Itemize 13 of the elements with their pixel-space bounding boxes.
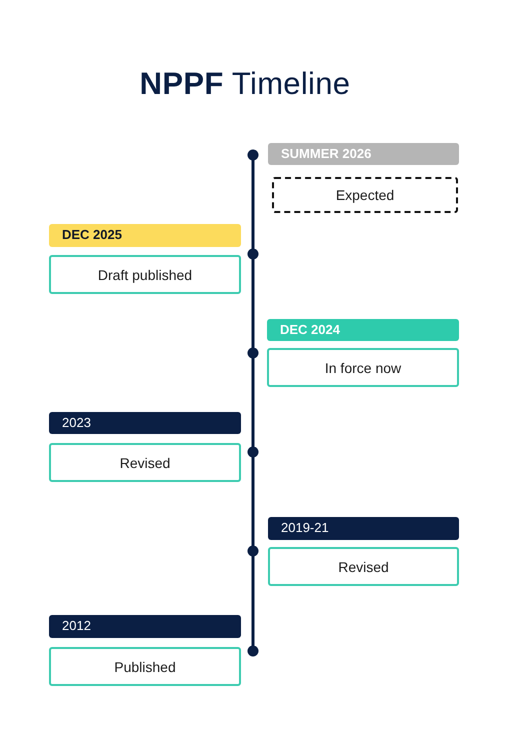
event-box: Published [49,647,241,686]
title: NPPF Timeline [140,66,350,101]
event-box: Draft published [49,255,241,294]
date-band: 2023 [49,412,241,434]
date-band: 2012 [49,615,241,638]
date-band: DEC 2024 [267,319,459,341]
date-band: SUMMER 2026 [268,143,459,165]
event-box: Expected [272,177,458,213]
event-box: In force now [267,348,459,387]
date-band: 2019-21 [268,517,459,540]
event-box: Revised [268,547,459,586]
event-box: Revised [49,443,241,482]
date-band: DEC 2025 [49,224,241,247]
